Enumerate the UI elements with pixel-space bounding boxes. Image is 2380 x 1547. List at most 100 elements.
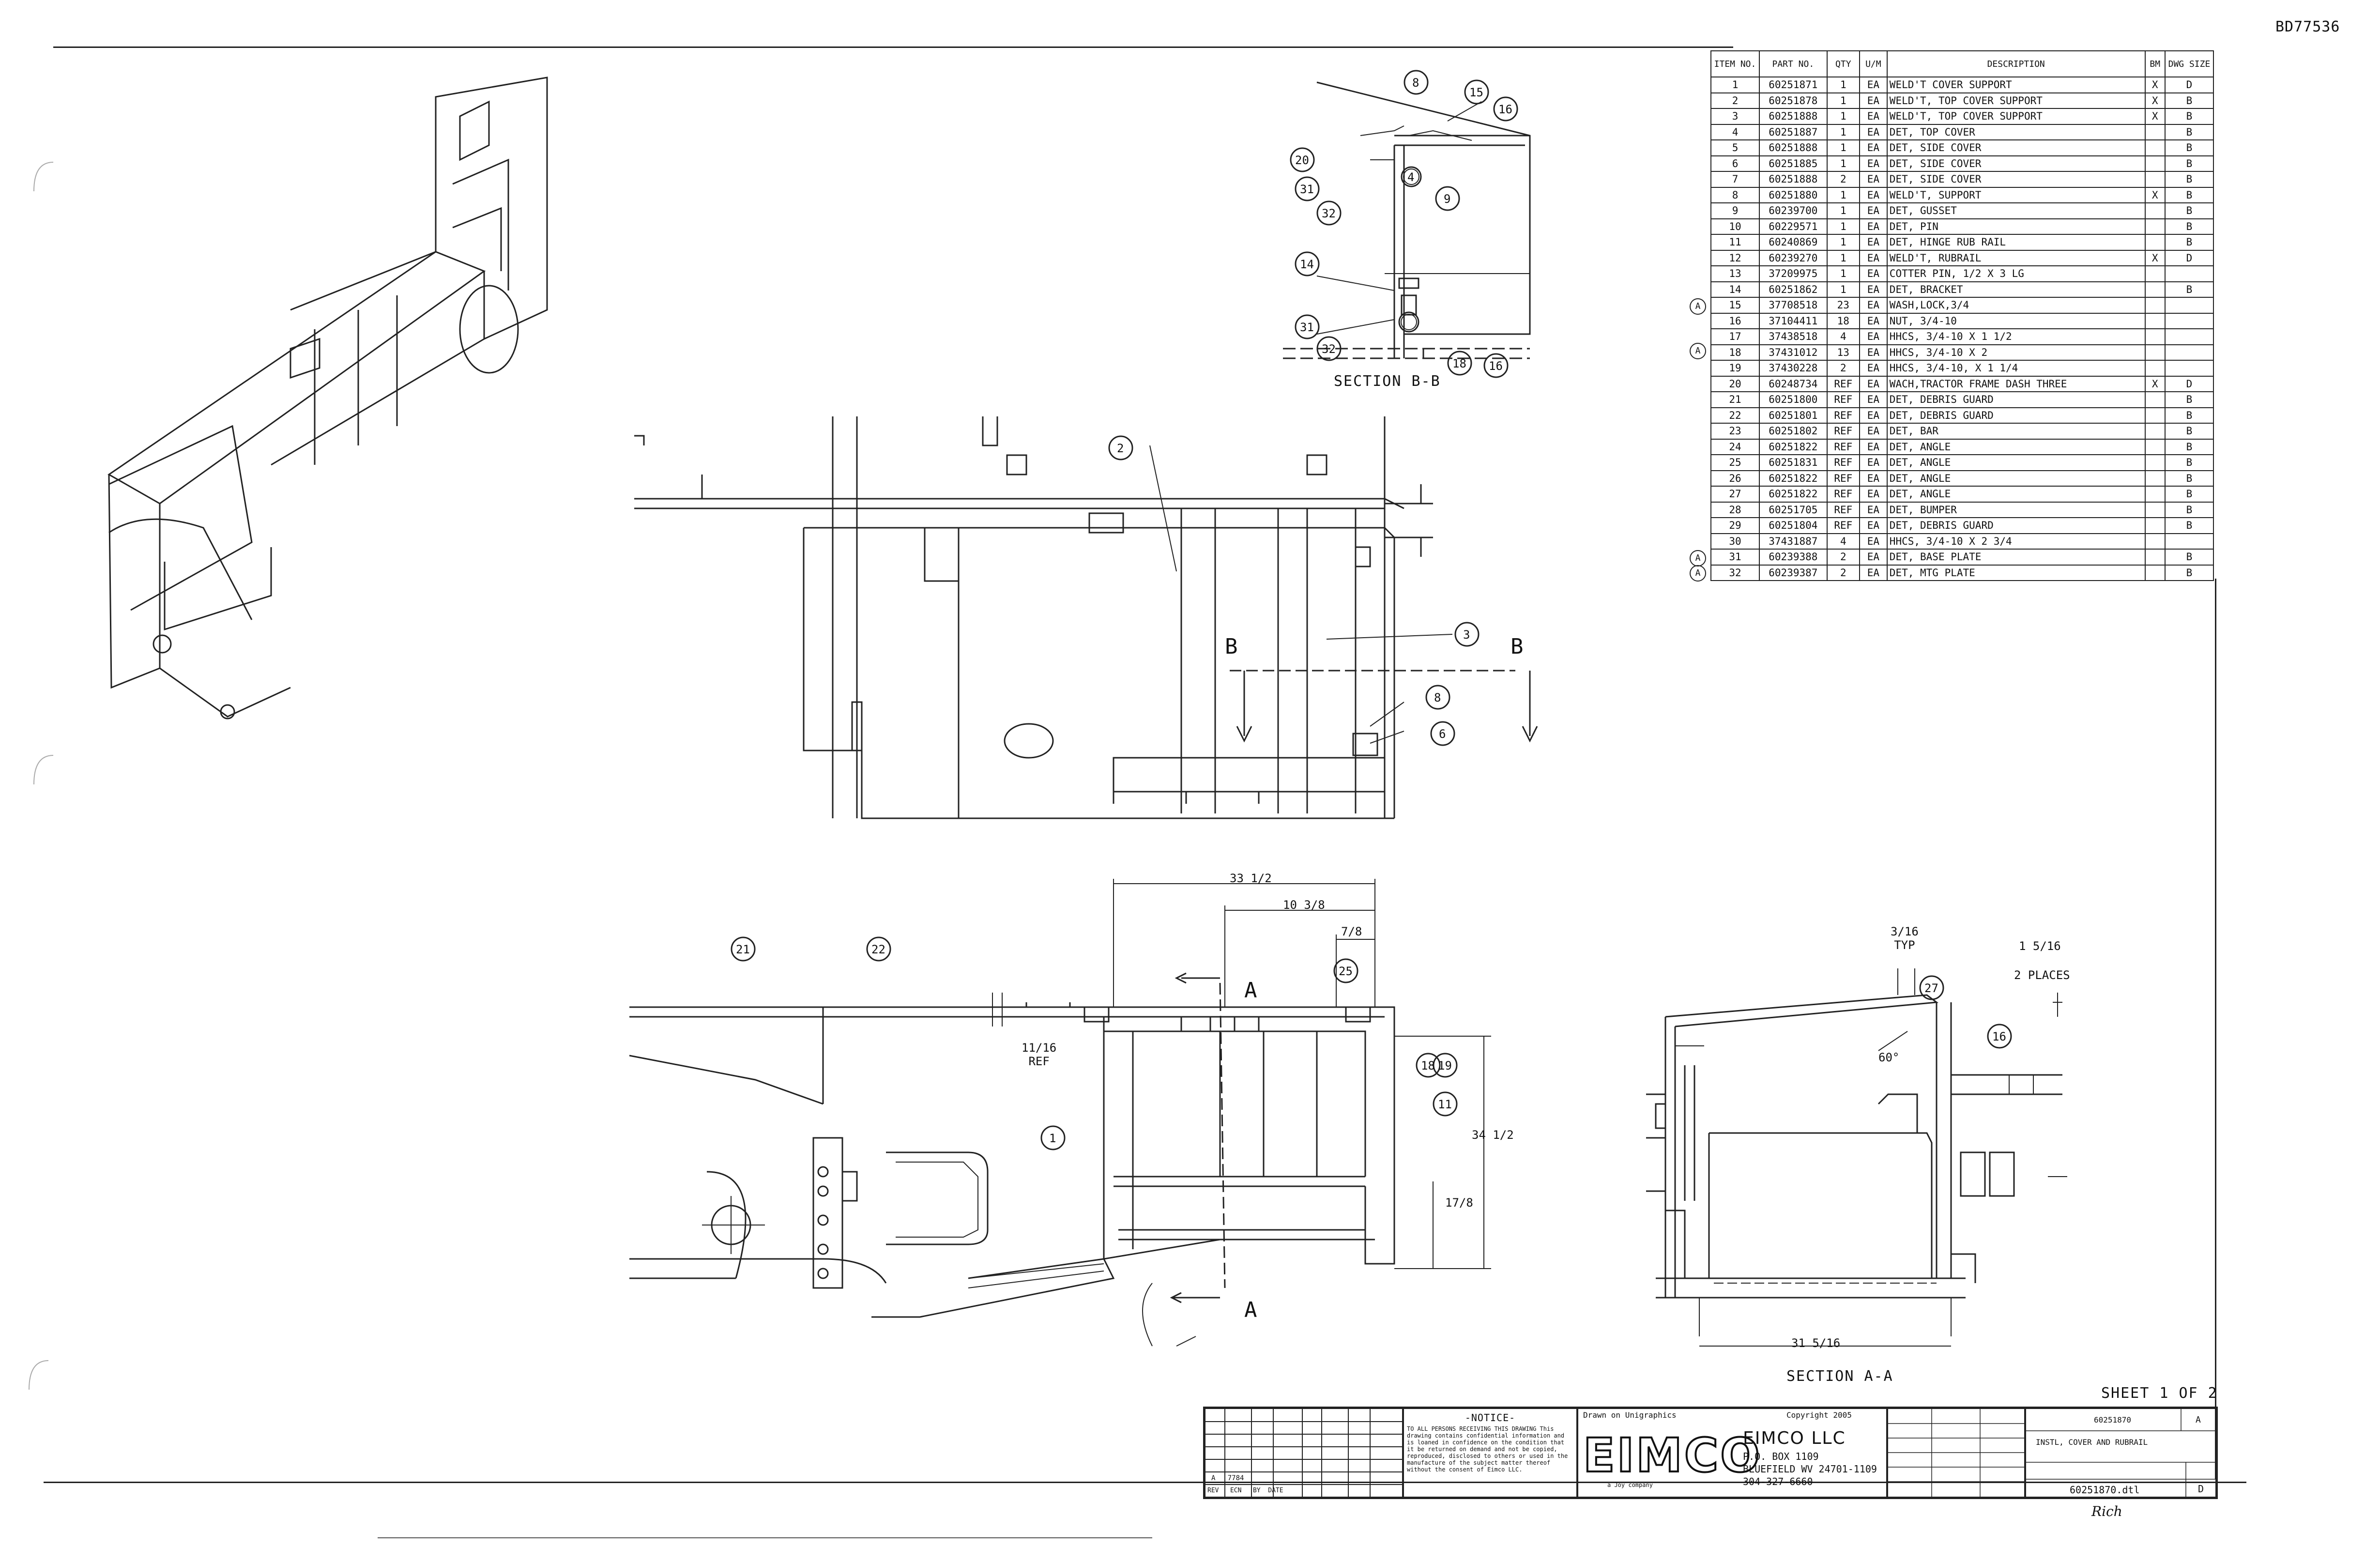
bom-item-no: 16: [1710, 312, 1760, 329]
balloon: 21: [736, 943, 750, 956]
bom-qty: 1: [1826, 234, 1860, 251]
bom-um: EA: [1859, 312, 1888, 329]
bom-um: EA: [1859, 123, 1888, 140]
bom-size: B: [2164, 391, 2214, 408]
bom-part-no: 60251885: [1759, 155, 1828, 172]
bom-qty: 1: [1826, 265, 1860, 282]
bom-qty: 1: [1826, 202, 1860, 219]
bom-description: DET, PIN: [1886, 218, 2146, 235]
binder-holes: [29, 162, 54, 1390]
notice-box: -NOTICE- TO ALL PERSONS RECEIVING THIS D…: [1403, 1408, 1577, 1498]
bom-qty: 1: [1826, 77, 1860, 93]
bom-item-no: 12: [1710, 249, 1760, 266]
bom-part-no: 37104411: [1759, 312, 1828, 329]
bom-um: EA: [1859, 281, 1888, 298]
company-name: EIMCO LLC: [1743, 1428, 1846, 1448]
bom-um: EA: [1859, 501, 1888, 518]
bom-header-row: ITEM NO. PART NO. QTY U/M DESCRIPTION BM…: [1710, 50, 2214, 77]
bom-bm: [2144, 265, 2166, 282]
bom-qty: REF: [1826, 423, 1860, 440]
bom-bm: X: [2144, 108, 2166, 125]
bom-description: DET, DEBRIS GUARD: [1886, 407, 2146, 424]
bom-description: DET, TOP COVER: [1886, 123, 2146, 140]
bom-item-no: 6: [1710, 155, 1760, 172]
bom-part-no: 37438518: [1759, 328, 1828, 345]
bom-bm: [2144, 564, 2166, 581]
bom-part-no: 60251822: [1759, 438, 1828, 455]
bom-um: EA: [1859, 391, 1888, 408]
bom-size: B: [2164, 438, 2214, 455]
sheet-border-right: [2215, 579, 2216, 1479]
balloon: 32: [1322, 207, 1336, 220]
bom-size: B: [2164, 407, 2214, 424]
approvals-grid: [1888, 1409, 2024, 1497]
bom-description: DET, MTG PLATE: [1886, 564, 2146, 581]
bom-bm: [2144, 344, 2166, 361]
bom-qty: REF: [1826, 375, 1860, 392]
bom-qty: REF: [1826, 438, 1860, 455]
dim-angle: 60°: [1878, 1051, 1900, 1064]
bom-qty: 2: [1826, 360, 1860, 377]
bom-description: DET, BUMPER: [1886, 501, 2146, 518]
bom-size: B: [2164, 549, 2214, 566]
bom-bm: [2144, 407, 2166, 424]
bom-size: [2164, 533, 2214, 550]
bom-qty: 13: [1826, 344, 1860, 361]
bom-description: DET, BAR: [1886, 423, 2146, 440]
balloon: 22: [871, 943, 885, 956]
sheet-number: SHEET 1 OF 2: [2101, 1385, 2218, 1402]
bom-qty: REF: [1826, 517, 1860, 534]
bom-item-no: 32: [1710, 564, 1760, 581]
bom-bm: [2144, 123, 2166, 140]
bom-size: B: [2164, 218, 2214, 235]
bom-qty: REF: [1826, 501, 1860, 518]
bom-description: DET, ANGLE: [1886, 486, 2146, 503]
bom-bm: X: [2144, 249, 2166, 266]
front-view: [629, 879, 1491, 1347]
bom-size: B: [2164, 155, 2214, 172]
bom-item-no: 10: [1710, 218, 1760, 235]
bom-part-no: 37431012: [1759, 344, 1828, 361]
bom-part-no: 60251880: [1759, 186, 1828, 203]
bom-description: HHCS, 3/4-10 X 1 1/2: [1886, 328, 2146, 345]
bom-um: EA: [1859, 234, 1888, 251]
bom-um: EA: [1859, 407, 1888, 424]
bom-um: EA: [1859, 438, 1888, 455]
bom-bm: X: [2144, 77, 2166, 93]
bom-bm: [2144, 218, 2166, 235]
bom-qty: 4: [1826, 533, 1860, 550]
bom-qty: 18: [1826, 312, 1860, 329]
bom-part-no: 60251887: [1759, 123, 1828, 140]
bom-description: HHCS, 3/4-10 X 2: [1886, 344, 2146, 361]
bom-part-no: 60251888: [1759, 108, 1828, 125]
bom-um: EA: [1859, 171, 1888, 188]
bom-size: D: [2164, 249, 2214, 266]
bom-col-item: ITEM NO.: [1710, 50, 1760, 77]
bom-description: DET, SIDE COVER: [1886, 139, 2146, 156]
bom-description: WELD'T, TOP COVER SUPPORT: [1886, 92, 2146, 109]
bom-part-no: 60251888: [1759, 139, 1828, 156]
balloon: 4: [1407, 170, 1415, 184]
bom-size: B: [2164, 108, 2214, 125]
bom-um: EA: [1859, 249, 1888, 266]
bom-um: EA: [1859, 533, 1888, 550]
balloon: 27: [1924, 981, 1938, 995]
cut-plane-b-right: B: [1510, 634, 1524, 659]
bom-part-no: 60240869: [1759, 234, 1828, 251]
bom-bm: [2144, 533, 2166, 550]
file-name: 60251870.dtl: [2070, 1484, 2140, 1496]
drawing-number-top: 60251870: [2094, 1415, 2132, 1424]
bom-part-no: 60251801: [1759, 407, 1828, 424]
bom-description: WELD'T COVER SUPPORT: [1886, 77, 2146, 93]
bom-bm: [2144, 171, 2166, 188]
